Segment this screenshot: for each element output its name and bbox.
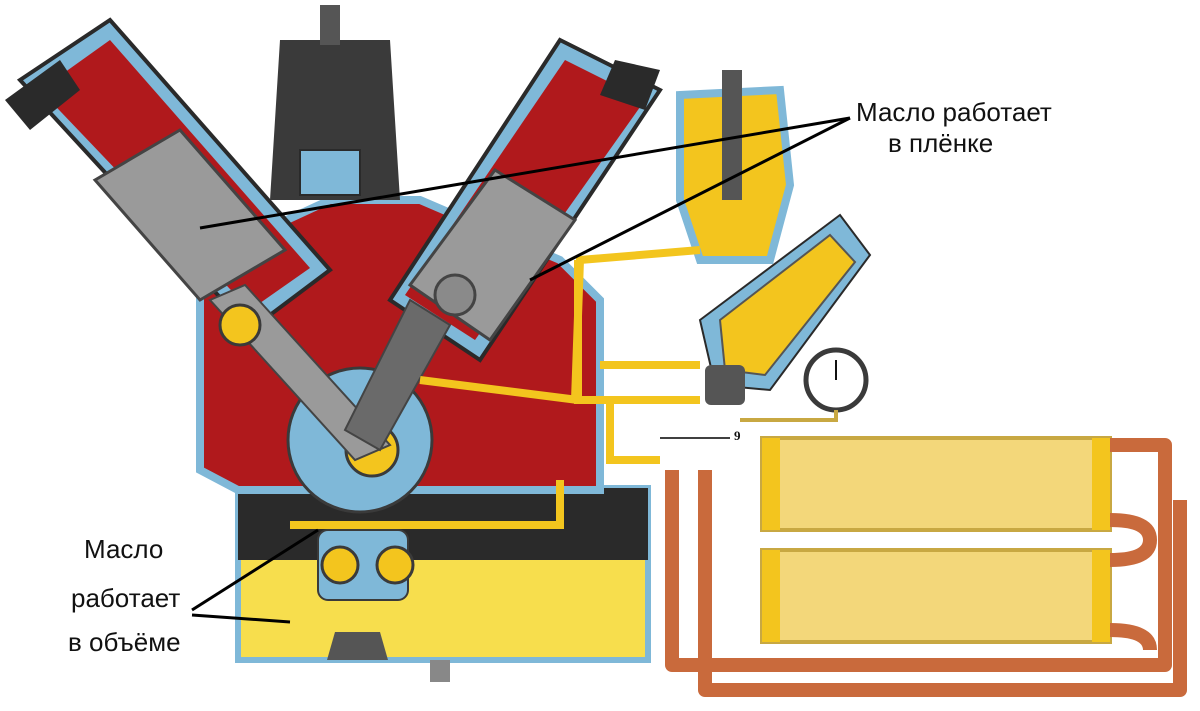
- leader-lines-film: [199, 116, 851, 282]
- label-oil-film-line1: Масло работает: [856, 97, 1052, 127]
- label-oil-film-line2: в плёнке: [888, 128, 994, 158]
- oil-passages: [290, 246, 701, 529]
- label-oil-volume-line3: в объёме: [68, 627, 181, 657]
- label-oil-volume-line1: Масло: [84, 534, 164, 564]
- oil-cooler-upper: [760, 436, 1112, 532]
- label-oil-volume-line2: работает: [71, 583, 181, 613]
- top-central-unit: [270, 5, 400, 200]
- left-cylinder-bank: [5, 17, 392, 462]
- oil-sump: [235, 485, 651, 682]
- leader-lines-volume: [191, 528, 319, 624]
- copper-pipes: [665, 438, 1187, 697]
- right-cylinder-bank: [343, 37, 663, 452]
- callout-number-label: 9: [734, 428, 741, 443]
- pressure-gauge: [740, 347, 869, 422]
- oil-cooler-lower: [760, 548, 1112, 644]
